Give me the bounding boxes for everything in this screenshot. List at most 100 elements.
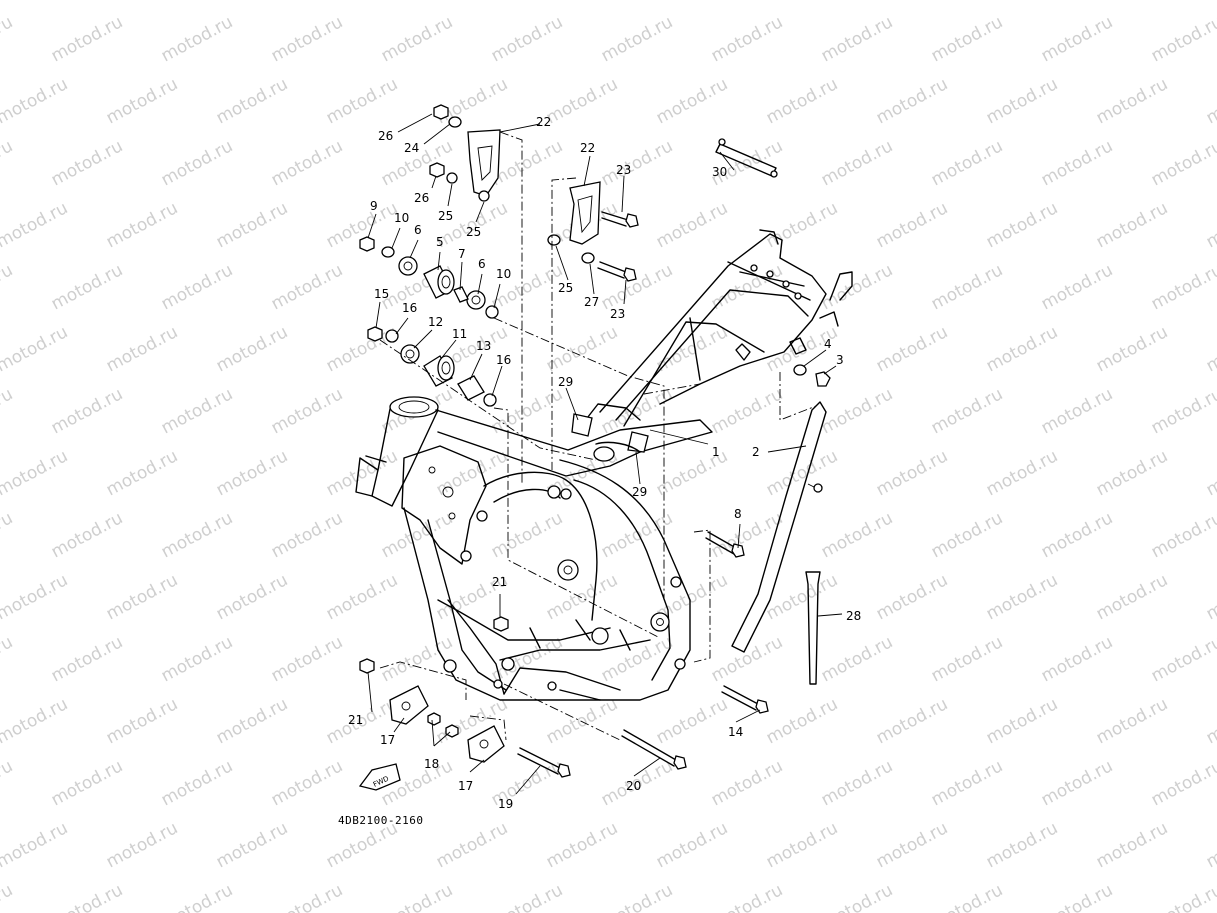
- callout-8: 8: [734, 507, 742, 521]
- part-code: 4DB2100-2160: [338, 814, 423, 827]
- watermark-text: motod.ru: [1038, 12, 1116, 66]
- watermark-text: motod.ru: [983, 198, 1061, 252]
- callout-7: 7: [458, 247, 466, 261]
- watermark-text: motod.ru: [0, 0, 71, 4]
- watermark-text: motod.ru: [433, 446, 511, 500]
- watermark-text: motod.ru: [158, 384, 236, 438]
- watermark-text: motod.ru: [103, 446, 181, 500]
- callout-29: 29: [558, 375, 573, 389]
- lower-cradle: [447, 599, 505, 695]
- watermark-text: motod.ru: [928, 632, 1006, 686]
- watermark-text: motod.ru: [48, 508, 126, 562]
- watermark-text: motod.ru: [873, 322, 951, 376]
- watermark-text: motod.ru: [1203, 446, 1217, 500]
- watermark-text: motod.ru: [1093, 446, 1171, 500]
- watermark-text: motod.ru: [103, 694, 181, 748]
- callout-23: 23: [616, 163, 631, 177]
- watermark-text: motod.ru: [598, 880, 676, 913]
- watermark-text: motod.ru: [48, 880, 126, 913]
- watermark-text: motod.ru: [708, 260, 786, 314]
- watermark-text: motod.ru: [928, 260, 1006, 314]
- watermark-text: motod.ru: [158, 508, 236, 562]
- watermark-text: motod.ru: [268, 12, 346, 66]
- callout-19: 19: [498, 797, 513, 811]
- watermark-text: motod.ru: [653, 694, 731, 748]
- watermark-text: motod.ru: [818, 12, 896, 66]
- watermark-text: motod.ru: [763, 0, 841, 4]
- watermark-text: motod.ru: [928, 136, 1006, 190]
- watermark-text: motod.ru: [0, 570, 71, 624]
- callout-6: 6: [414, 223, 422, 237]
- watermark-text: motod.ru: [268, 508, 346, 562]
- watermark-text: motod.ru: [433, 0, 511, 4]
- swingarm-pivot: [483, 471, 598, 621]
- callout-18: 18: [424, 757, 439, 771]
- watermark-text: motod.ru: [0, 756, 16, 810]
- callout-25: 25: [466, 225, 481, 239]
- callout-10: 10: [496, 267, 511, 281]
- watermark-text: motod.ru: [0, 880, 16, 913]
- watermark-text: motod.ru: [213, 322, 291, 376]
- watermark-text: motod.ru: [1038, 880, 1116, 913]
- callout-26: 26: [414, 191, 429, 205]
- callout-16: 16: [402, 301, 417, 315]
- callout-27: 27: [584, 295, 599, 309]
- watermark-text: motod.ru: [158, 632, 236, 686]
- watermark-text: motod.ru: [323, 446, 401, 500]
- watermark-text: motod.ru: [598, 508, 676, 562]
- watermark-text: motod.ru: [708, 12, 786, 66]
- watermark-text: motod.ru: [323, 0, 401, 4]
- watermark-text: motod.ru: [268, 880, 346, 913]
- watermark-text: motod.ru: [1148, 756, 1217, 810]
- watermark-text: motod.ru: [378, 12, 456, 66]
- watermark-text: motod.ru: [1203, 198, 1217, 252]
- watermark-text: motod.ru: [598, 12, 676, 66]
- callout-13: 13: [476, 339, 491, 353]
- watermark-text: motod.ru: [0, 136, 16, 190]
- callout-15: 15: [374, 287, 389, 301]
- watermark-text: motod.ru: [213, 198, 291, 252]
- watermark-text: motod.ru: [1148, 12, 1217, 66]
- watermark-text: motod.ru: [1038, 756, 1116, 810]
- callout-14: 14: [728, 725, 743, 739]
- watermark-text: motod.ru: [983, 446, 1061, 500]
- watermark-text: motod.ru: [653, 818, 731, 872]
- watermark-text: motod.ru: [928, 12, 1006, 66]
- watermark-text: motod.ru: [378, 880, 456, 913]
- watermark-text: motod.ru: [873, 446, 951, 500]
- watermark-text: motod.ru: [928, 756, 1006, 810]
- watermark-text: motod.ru: [818, 632, 896, 686]
- watermark-text: motod.ru: [213, 570, 291, 624]
- main-frame: [355, 229, 853, 701]
- watermark-text: motod.ru: [323, 570, 401, 624]
- rear-stay: [731, 401, 827, 653]
- callout-17: 17: [380, 733, 395, 747]
- fwd-arrow-icon: FWD: [358, 763, 401, 791]
- callout-10: 10: [394, 211, 409, 225]
- watermark-text: motod.ru: [1038, 508, 1116, 562]
- watermark-text: motod.ru: [213, 694, 291, 748]
- watermark-text: motod.ru: [268, 756, 346, 810]
- watermark-text: motod.ru: [488, 880, 566, 913]
- watermark-text: motod.ru: [103, 818, 181, 872]
- watermark-text: motod.ru: [763, 570, 841, 624]
- watermark-text: motod.ru: [0, 384, 16, 438]
- watermark-text: motod.ru: [598, 384, 676, 438]
- watermark-text: motod.ru: [0, 74, 71, 128]
- watermark-text: motod.ru: [763, 198, 841, 252]
- watermark-text: motod.ru: [1203, 818, 1217, 872]
- engine-brackets: [467, 129, 778, 245]
- watermark-text: motod.ru: [1148, 384, 1217, 438]
- watermark-text: motod.ru: [0, 632, 16, 686]
- watermark-text: motod.ru: [598, 136, 676, 190]
- watermark-text: motod.ru: [1038, 260, 1116, 314]
- watermark-text: motod.ru: [488, 12, 566, 66]
- callout-17: 17: [458, 779, 473, 793]
- watermark-text: motod.ru: [1093, 0, 1171, 4]
- watermark-text: motod.ru: [48, 12, 126, 66]
- watermark-text: motod.ru: [48, 136, 126, 190]
- watermark-text: motod.ru: [0, 260, 16, 314]
- watermark-text: motod.ru: [0, 198, 71, 252]
- watermark-text: motod.ru: [1203, 570, 1217, 624]
